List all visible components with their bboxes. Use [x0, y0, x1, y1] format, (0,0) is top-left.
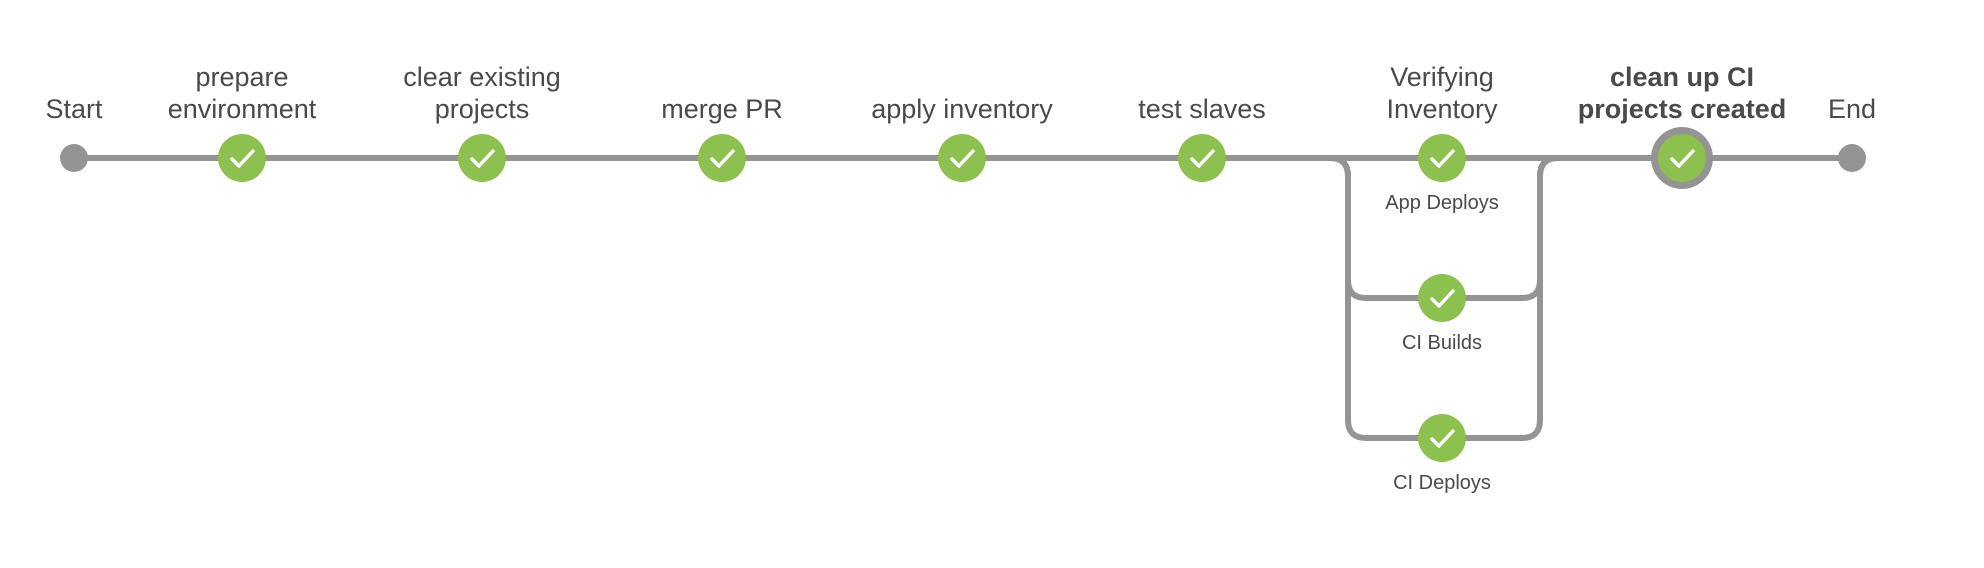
stage-node-cleanup[interactable]: [1651, 127, 1713, 189]
status-success-indicator: [218, 134, 266, 182]
stage-node-apply[interactable]: [938, 134, 986, 182]
status-success-indicator: [458, 134, 506, 182]
end-node: [1838, 144, 1866, 172]
status-success-indicator: [1658, 134, 1706, 182]
stage-node-prepare[interactable]: [218, 134, 266, 182]
stage-node-clear[interactable]: [458, 134, 506, 182]
status-success-indicator: [698, 134, 746, 182]
branch-connector-in-ci-deploys: [1249, 155, 1445, 441]
pipeline-connections: [71, 155, 1855, 441]
check-icon: [1190, 149, 1215, 168]
stage-node-ci-deploys[interactable]: [1418, 414, 1466, 462]
branch-label-ci-builds: CI Builds: [1402, 332, 1482, 354]
stage-node-ci-builds[interactable]: [1418, 274, 1466, 322]
check-icon: [1430, 429, 1455, 448]
status-success-indicator: [1178, 134, 1226, 182]
branch-connector-out-ci-deploys: [1439, 155, 1639, 441]
branch-label-app-deploys: App Deploys: [1385, 192, 1498, 214]
check-icon: [950, 149, 975, 168]
stage-node-test[interactable]: [1178, 134, 1226, 182]
check-icon: [1430, 149, 1455, 168]
check-icon: [470, 149, 495, 168]
stage-title-test: test slaves: [1138, 94, 1266, 124]
branch-label-ci-deploys: CI Deploys: [1393, 472, 1491, 494]
stage-node-app-deploys[interactable]: [1418, 134, 1466, 182]
check-icon: [1670, 149, 1695, 168]
status-success-indicator: [938, 134, 986, 182]
status-success-indicator: [1418, 134, 1466, 182]
status-success-indicator: [1418, 414, 1466, 462]
check-icon: [710, 149, 735, 168]
end-label: End: [1828, 94, 1876, 124]
start-label: Start: [45, 94, 103, 124]
status-success-indicator: [1418, 274, 1466, 322]
stage-title-apply: apply inventory: [871, 94, 1053, 124]
pipeline-nodes: [60, 127, 1866, 462]
stage-title-merge: merge PR: [661, 94, 783, 124]
stage-node-merge[interactable]: [698, 134, 746, 182]
start-node: [60, 144, 88, 172]
end-dot: [1838, 144, 1866, 172]
check-icon: [1430, 289, 1455, 308]
start-dot: [60, 144, 88, 172]
check-icon: [230, 149, 255, 168]
